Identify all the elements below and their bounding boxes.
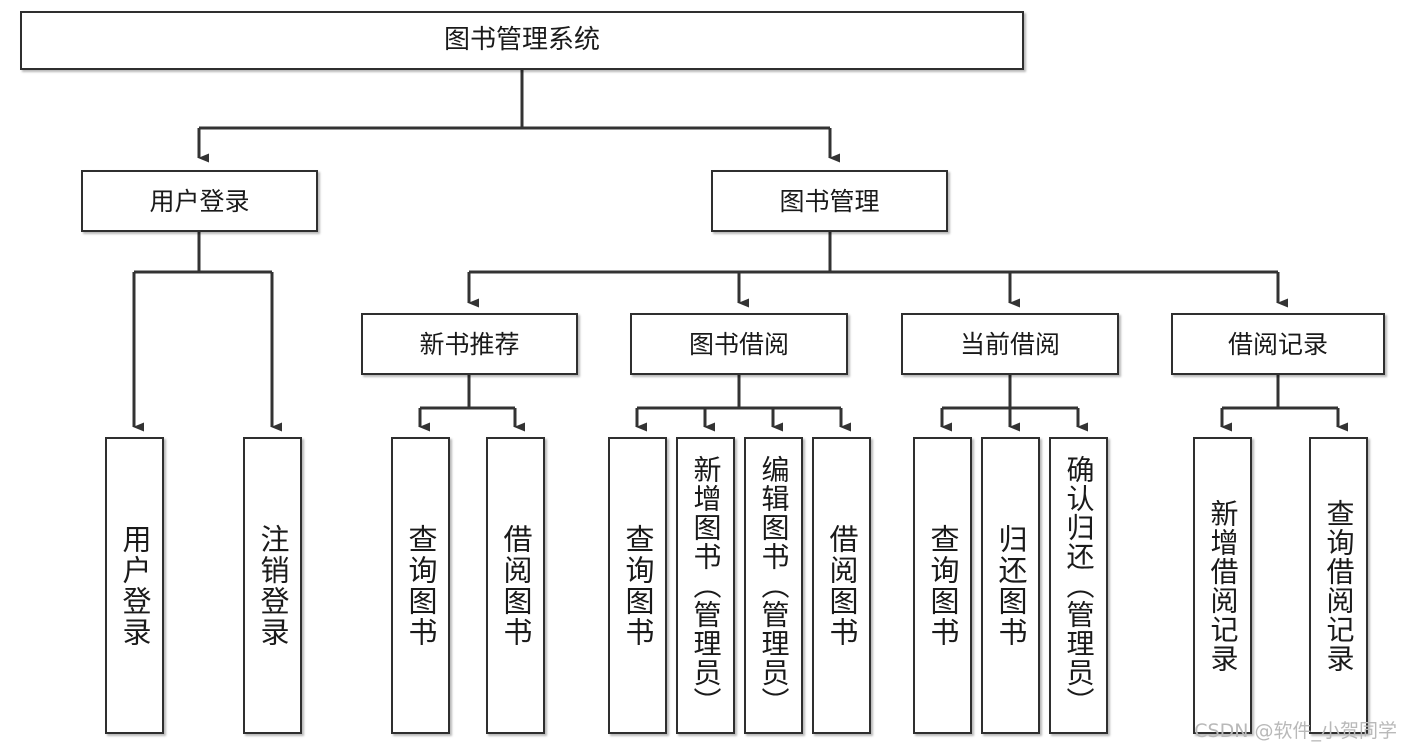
node-leaf-query-borrow-record[interactable]: 查询借阅记录 [1309,437,1368,734]
node-user-login[interactable]: 用户登录 [81,170,318,232]
node-leaf-add-borrow-record[interactable]: 新增借阅记录 [1193,437,1252,734]
node-label: 当前借阅 [959,329,1060,359]
node-leaf-logout[interactable]: 注销登录 [243,437,302,734]
node-current-borrow[interactable]: 当前借阅 [901,313,1119,375]
node-label: 编辑图书（管理员） [757,455,791,716]
node-leaf-return-book[interactable]: 归还图书 [981,437,1040,734]
node-label: 新增图书（管理员） [689,455,723,716]
node-leaf-recommend-borrow-book[interactable]: 借阅图书 [486,437,545,734]
node-label: 用户登录 [149,186,250,216]
node-label: 注销登录 [256,523,290,648]
node-label: 图书管理系统 [443,25,600,56]
node-leaf-borrow-query-book[interactable]: 查询图书 [608,437,667,734]
node-borrow-records[interactable]: 借阅记录 [1171,313,1385,375]
node-label: 查询图书 [621,523,655,648]
node-label: 借阅记录 [1227,329,1328,359]
node-book-borrow[interactable]: 图书借阅 [630,313,848,375]
node-new-book-recommend[interactable]: 新书推荐 [361,313,578,375]
node-label: 借阅图书 [825,523,859,648]
node-label: 图书管理 [779,186,880,216]
node-label: 查询图书 [926,523,960,648]
node-root-book-management-system[interactable]: 图书管理系统 [20,11,1024,70]
node-label: 确认归还（管理员） [1062,455,1096,716]
node-label: 图书借阅 [688,329,789,359]
node-book-management[interactable]: 图书管理 [711,170,948,232]
node-leaf-confirm-return-admin[interactable]: 确认归还（管理员） [1049,437,1108,734]
node-leaf-current-query-book[interactable]: 查询图书 [913,437,972,734]
node-label: 新书推荐 [419,329,520,359]
node-leaf-add-book-admin[interactable]: 新增图书（管理员） [676,437,735,734]
node-leaf-recommend-query-book[interactable]: 查询图书 [391,437,450,734]
node-leaf-edit-book-admin[interactable]: 编辑图书（管理员） [744,437,803,734]
node-leaf-user-login[interactable]: 用户登录 [105,437,164,734]
node-label: 新增借阅记录 [1206,498,1240,673]
node-label: 归还图书 [994,523,1028,648]
node-leaf-borrow-book[interactable]: 借阅图书 [812,437,871,734]
node-label: 查询图书 [404,523,438,648]
node-label: 查询借阅记录 [1322,498,1356,673]
node-label: 用户登录 [118,523,152,648]
node-label: 借阅图书 [499,523,533,648]
